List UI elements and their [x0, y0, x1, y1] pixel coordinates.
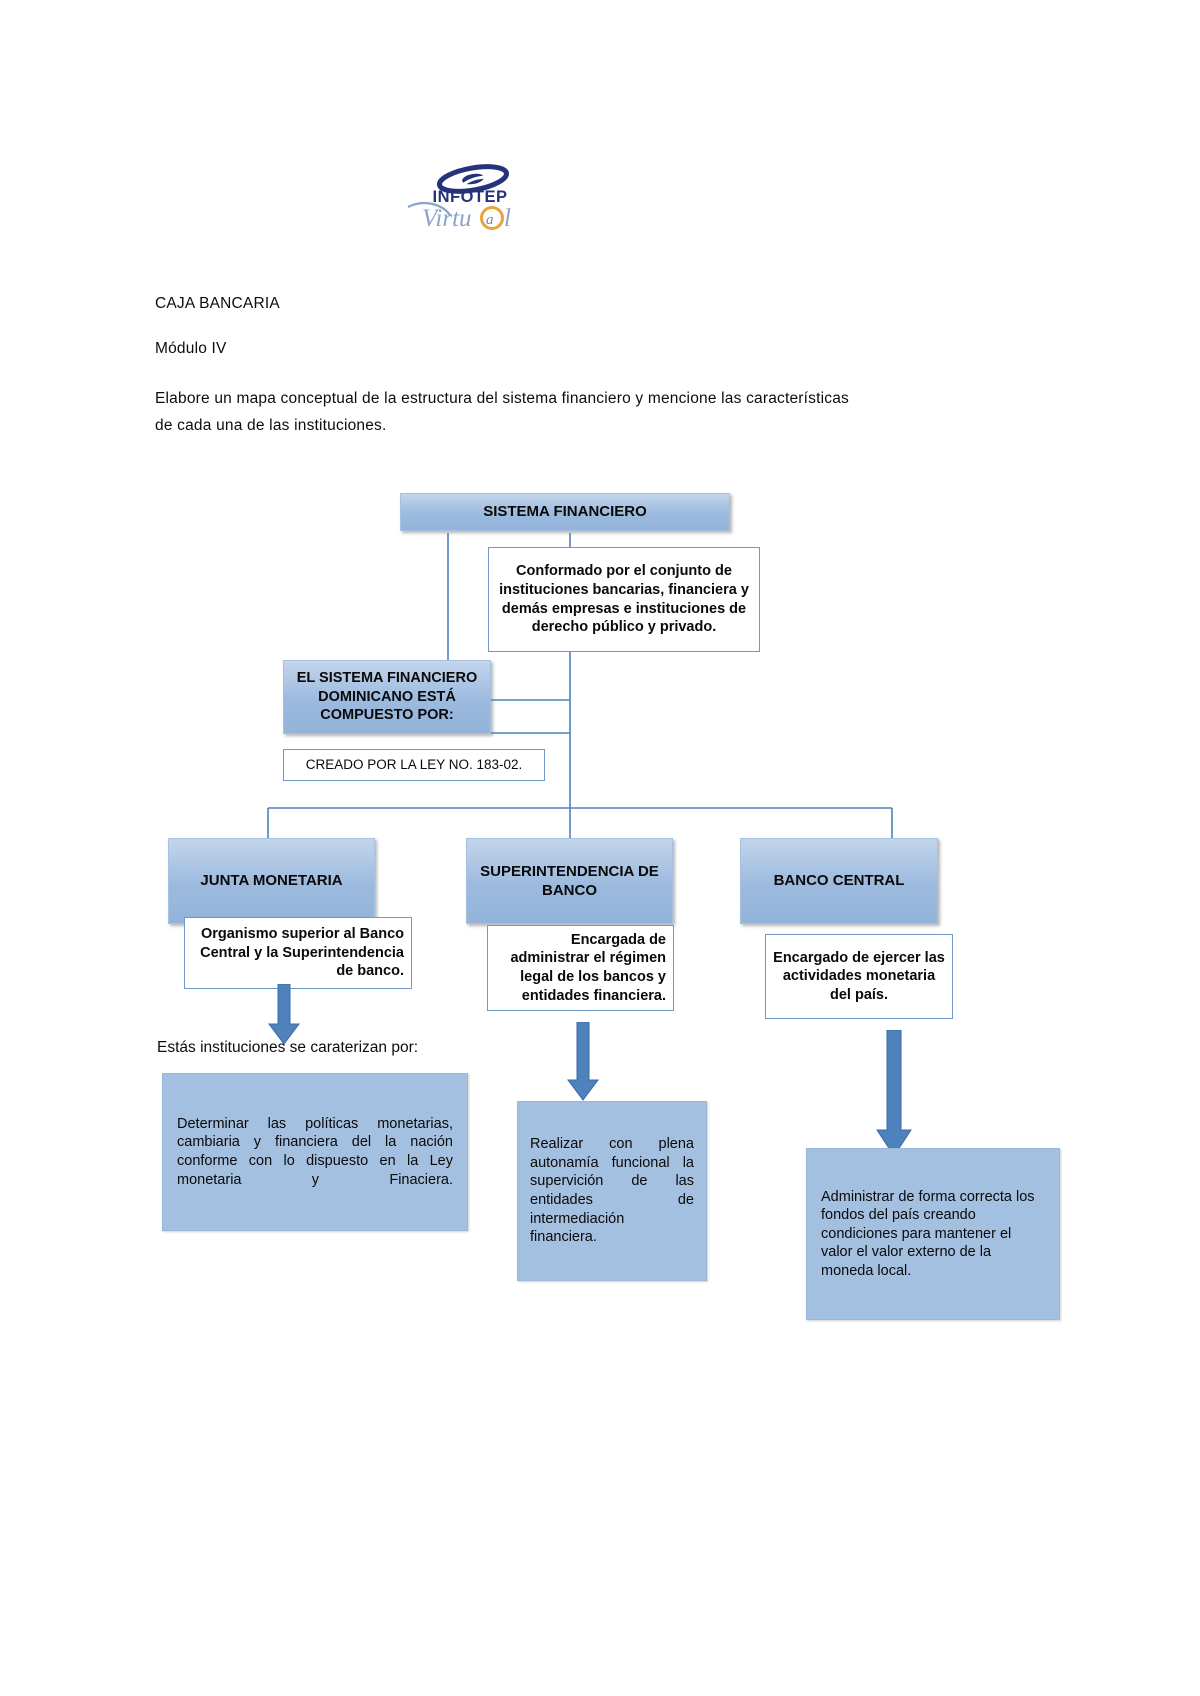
page-title: CAJA BANCARIA: [155, 295, 280, 312]
infotep-virtual-logo: INFOTEP Virtu a l: [398, 163, 538, 238]
node-composed-by-label: EL SISTEMA FINANCIERO DOMINICANO ESTÁ CO…: [296, 670, 478, 724]
arrow-down-superintendencia: [567, 1022, 599, 1101]
node-superintendencia-detail[interactable]: Realizar con plena autonamía funcional l…: [517, 1101, 707, 1281]
module-subtitle: Módulo IV: [155, 339, 227, 357]
svg-text:l: l: [504, 205, 511, 232]
node-junta-monetaria-description-text: Organismo superior al Banco Central y la…: [200, 926, 404, 980]
node-junta-monetaria-description[interactable]: Organismo superior al Banco Central y la…: [184, 917, 412, 989]
node-superintendencia-description-text: Encargada de administrar el régimen lega…: [510, 931, 666, 1004]
node-superintendencia-label-line2: BANCO: [542, 882, 597, 899]
node-superintendencia[interactable]: SUPERINTENDENCIA DE BANCO: [466, 838, 673, 924]
node-superintendencia-detail-text: Realizar con plena autonamía funcional l…: [530, 1136, 694, 1246]
node-superintendencia-description[interactable]: Encargada de administrar el régimen lega…: [487, 925, 674, 1011]
node-sistema-financiero-description[interactable]: Conformado por el conjunto de institucio…: [488, 547, 760, 652]
node-junta-monetaria[interactable]: JUNTA MONETARIA: [168, 838, 375, 924]
node-sistema-financiero[interactable]: SISTEMA FINANCIERO: [400, 493, 730, 531]
logo-infotep-text: INFOTEP: [432, 188, 507, 206]
node-superintendencia-label-line1: SUPERINTENDENCIA DE: [480, 862, 659, 880]
node-banco-central-detail[interactable]: Administrar de forma correcta los fondos…: [806, 1148, 1060, 1320]
node-banco-central-description-text: Encargado de ejercer las actividades mon…: [773, 949, 945, 1003]
node-junta-monetaria-label: JUNTA MONETARIA: [200, 872, 343, 890]
logo-swoosh-icon: [436, 164, 510, 194]
node-composed-by[interactable]: EL SISTEMA FINANCIERO DOMINICANO ESTÁ CO…: [283, 660, 491, 734]
arrow-down-banco-central: [876, 1030, 912, 1157]
node-law-label: CREADO POR LA LEY NO. 183-02.: [305, 757, 523, 773]
diagram-caption: Estás instituciones se caraterizan por:: [157, 1039, 419, 1056]
node-junta-monetaria-detail[interactable]: Determinar las políticas monetarias, cam…: [162, 1073, 468, 1231]
logo-virtual-script: Virtu a l: [407, 202, 511, 232]
node-junta-monetaria-detail-text: Determinar las políticas monetarias, cam…: [177, 1115, 453, 1188]
assignment-prompt: Elabore un mapa conceptual de la estruct…: [155, 389, 849, 434]
arrow-down-junta: [268, 984, 300, 1045]
node-banco-central[interactable]: BANCO CENTRAL: [740, 838, 938, 924]
node-sistema-financiero-label: SISTEMA FINANCIERO: [483, 503, 647, 521]
node-sistema-financiero-description-text: Conformado por el conjunto de institucio…: [499, 563, 749, 636]
node-banco-central-label: BANCO CENTRAL: [773, 872, 905, 890]
node-banco-central-detail-text: Administrar de forma correcta los fondos…: [821, 1188, 1035, 1279]
node-law[interactable]: CREADO POR LA LEY NO. 183-02.: [283, 749, 545, 781]
svg-text:Virtu: Virtu: [422, 205, 472, 232]
node-banco-central-description[interactable]: Encargado de ejercer las actividades mon…: [765, 934, 953, 1019]
svg-text:a: a: [486, 212, 494, 228]
document-text-block: CAJA BANCARIA Módulo IV Elabore un mapa …: [155, 295, 895, 439]
